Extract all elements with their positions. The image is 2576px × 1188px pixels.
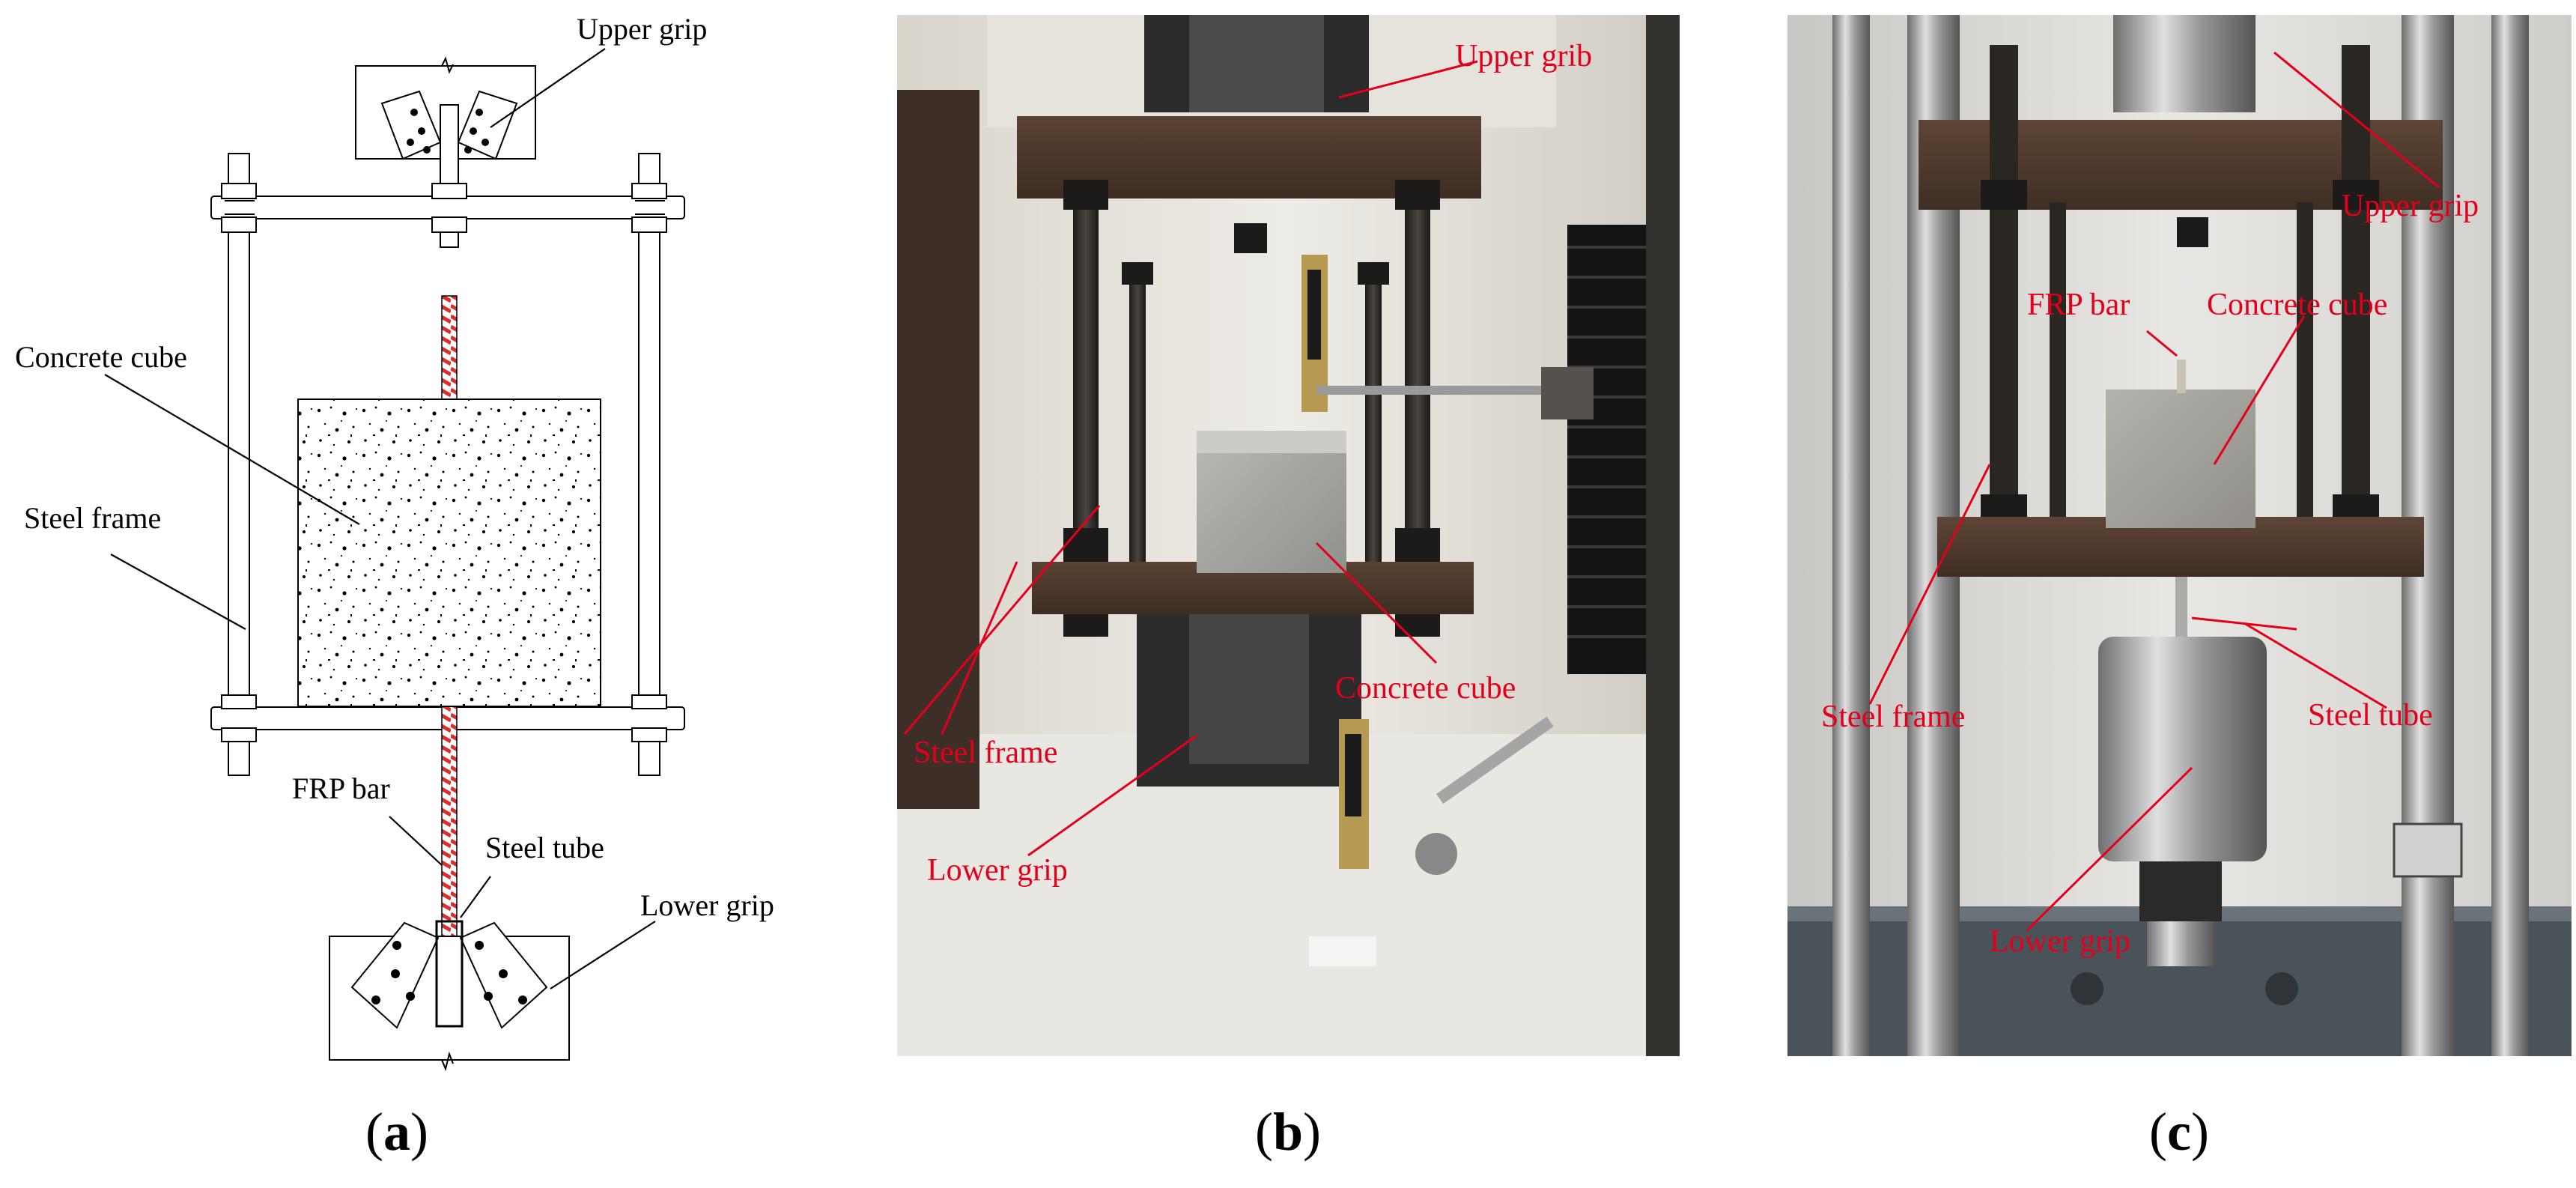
- label-upper-grip: Upper grip: [577, 12, 707, 46]
- label-c-concrete-cube: Concrete cube: [2207, 288, 2387, 322]
- concrete-cube-schematic: [297, 398, 601, 707]
- label-b-concrete-cube: Concrete cube: [1335, 671, 1516, 706]
- concrete-cube-photo-c: [2106, 390, 2255, 528]
- panel-b-photo: Upper grib Steel frame Concrete cube Low…: [897, 15, 1680, 1056]
- label-c-upper-grip: Upper grip: [2342, 189, 2479, 223]
- caption-a-letter: a: [383, 1102, 410, 1162]
- caption-b-letter: b: [1272, 1102, 1304, 1162]
- panel-a-schematic: Upper grip Concrete cube Steel frame FRP…: [15, 12, 774, 1072]
- caption-b: (b): [1254, 1102, 1321, 1162]
- panel-c-photo: Upper grip FRP bar Concrete cube Steel f…: [1787, 15, 2572, 1056]
- caption-a: (a): [365, 1102, 428, 1162]
- upper-grip-wedge-right: [457, 90, 518, 160]
- caption-c: (c): [2149, 1102, 2209, 1162]
- lower-grip-cylinder: [2098, 637, 2267, 861]
- label-steel-tube: Steel tube: [485, 831, 604, 864]
- label-concrete-cube: Concrete cube: [15, 340, 187, 374]
- label-b-lower-grip: Lower grip: [927, 853, 1068, 888]
- label-lower-grip: Lower grip: [640, 888, 774, 922]
- label-steel-frame: Steel frame: [24, 501, 161, 535]
- label-c-steel-tube: Steel tube: [2308, 698, 2433, 733]
- label-b-upper-grib: Upper grib: [1455, 39, 1592, 73]
- label-frp-bar: FRP bar: [292, 772, 390, 805]
- steel-frame: [210, 153, 685, 776]
- label-c-steel-frame: Steel frame: [1821, 700, 1965, 734]
- caption-c-letter: c: [2167, 1102, 2191, 1162]
- label-c-lower-grip: Lower grip: [1990, 924, 2130, 959]
- label-b-steel-frame: Steel frame: [914, 736, 1057, 770]
- steel-tube: [435, 920, 464, 1028]
- label-c-frp-bar: FRP bar: [2027, 288, 2130, 322]
